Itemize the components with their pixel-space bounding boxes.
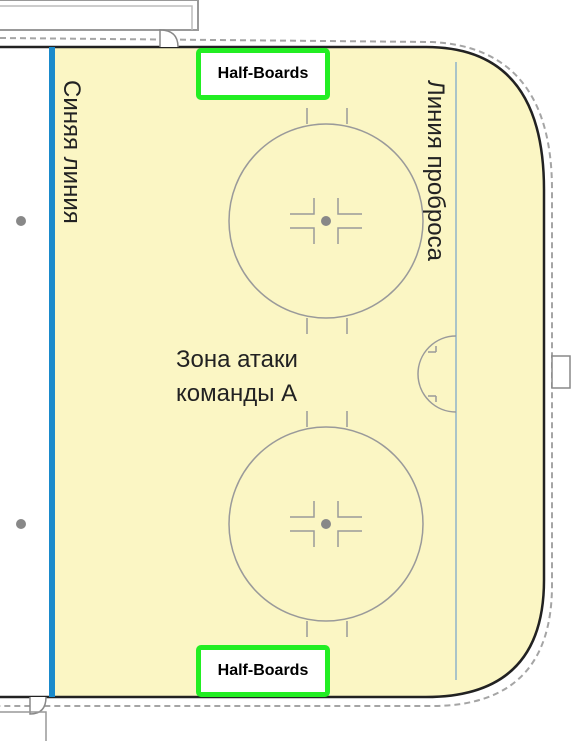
blue-line-label: Синяя линия xyxy=(58,80,85,224)
ice-surface xyxy=(0,47,544,697)
half-boards-bottom-label: Half-Boards xyxy=(196,645,330,697)
bench-box-bottom xyxy=(0,711,47,741)
neutral-zone xyxy=(0,47,49,697)
blue-line xyxy=(49,47,55,697)
half-boards-top-label: Half-Boards xyxy=(196,48,330,100)
faceoff-circle-bottom xyxy=(228,411,424,637)
faceoff-dot-top xyxy=(321,216,331,226)
gate-top xyxy=(159,29,179,48)
zone-label-line1: Зона атаки xyxy=(176,346,298,373)
side-box-right xyxy=(551,355,571,389)
goal-crease xyxy=(417,335,457,413)
faceoff-circle-top xyxy=(228,108,424,334)
zone-label-line2: команды А xyxy=(176,380,297,407)
boards-outline xyxy=(0,45,546,699)
neutral-dot-bottom xyxy=(16,519,26,529)
bench-box-top-inner xyxy=(0,5,193,30)
icing-line-label: Линия проброса xyxy=(422,80,449,262)
gate-bottom xyxy=(29,696,47,715)
outer-dashed-boundary xyxy=(0,37,553,707)
neutral-dot-top xyxy=(16,216,26,226)
faceoff-dot-bottom xyxy=(321,519,331,529)
bench-box-top xyxy=(0,0,199,31)
